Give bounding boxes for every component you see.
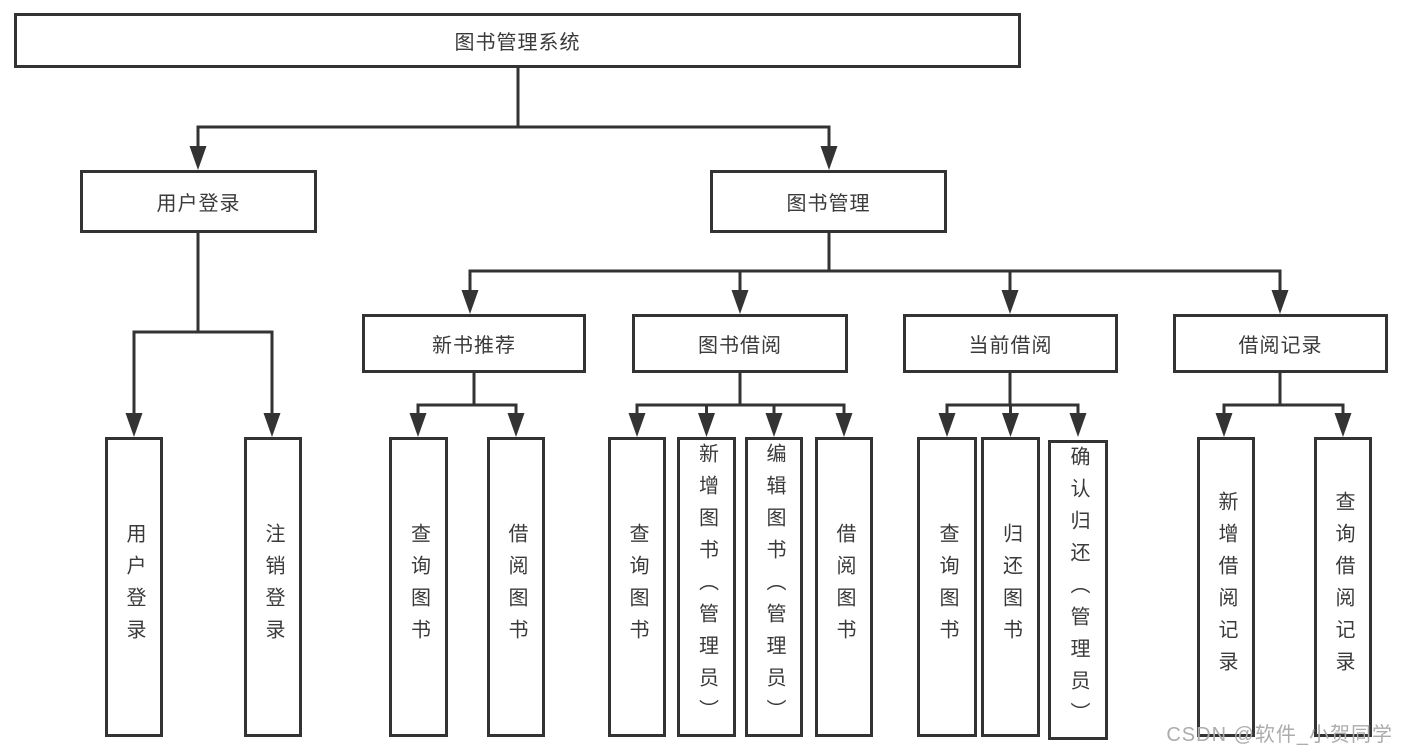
connector-userlogin-to-leaves [125,233,281,437]
node-borrow-records-label: 借阅记录 [1238,335,1323,357]
leaf-logout: 注销登录 [244,437,302,737]
leaf-bb-add-books-admin-label: 新增图书（管理员） [695,443,718,731]
node-book-management-label: 图书管理 [786,193,871,215]
node-book-management: 图书管理 [710,170,947,233]
node-new-book-recommend: 新书推荐 [362,314,586,373]
node-book-borrow: 图书借阅 [632,314,848,373]
leaf-cb-query-books: 查询图书 [917,437,977,737]
leaf-nbr-borrow-books-label: 借阅图书 [505,523,527,651]
node-current-borrow-label: 当前借阅 [968,335,1053,357]
connector-bookmgmt-to-level3 [461,233,1289,314]
connector-borrowrecords-to-leaves [1215,373,1352,437]
node-book-borrow-label: 图书借阅 [698,335,782,357]
leaf-logout-label: 注销登录 [262,523,284,651]
leaf-br-query-record-label: 查询借阅记录 [1332,491,1354,683]
leaf-nbr-query-books: 查询图书 [389,437,448,737]
leaf-cb-return-books-label: 归还图书 [999,523,1022,651]
leaf-br-add-record-label: 新增借阅记录 [1215,491,1237,683]
leaf-user-login-label: 用户登录 [123,523,145,651]
leaf-nbr-query-books-label: 查询图书 [407,523,430,651]
connector-newbookrec-to-leaves [409,373,525,437]
node-new-book-recommend-label: 新书推荐 [432,335,516,357]
leaf-br-query-record: 查询借阅记录 [1314,437,1372,737]
leaf-bb-query-books-label: 查询图书 [626,523,648,651]
leaf-cb-confirm-return-admin-label: 确认归还（管理员） [1067,446,1089,734]
leaf-bb-add-books-admin: 新增图书（管理员） [677,437,736,737]
leaf-user-login: 用户登录 [105,437,163,737]
node-current-borrow: 当前借阅 [903,314,1118,373]
leaf-br-add-record: 新增借阅记录 [1197,437,1255,737]
leaf-cb-confirm-return-admin: 确认归还（管理员） [1048,440,1108,740]
node-root-label: 图书管理系统 [454,32,581,54]
leaf-bb-edit-books-admin: 编辑图书（管理员） [745,437,803,737]
node-borrow-records: 借阅记录 [1173,314,1388,373]
leaf-bb-borrow-books: 借阅图书 [815,437,873,737]
leaf-bb-query-books: 查询图书 [608,437,666,737]
leaf-nbr-borrow-books: 借阅图书 [487,437,545,737]
node-user-login-label: 用户登录 [156,193,241,215]
leaf-cb-query-books-label: 查询图书 [936,523,958,651]
leaf-cb-return-books: 归还图书 [981,437,1040,737]
leaf-bb-borrow-books-label: 借阅图书 [833,523,855,651]
connector-currentborrow-to-leaves [938,373,1087,437]
node-user-login: 用户登录 [80,170,317,233]
leaf-bb-edit-books-admin-label: 编辑图书（管理员） [763,443,785,731]
connector-bookborrow-to-leaves [628,373,853,437]
node-root-library-system: 图书管理系统 [14,13,1021,68]
csdn-watermark: CSDN @软件_小贺同学 [1166,724,1393,746]
connector-root-to-level2 [189,68,838,170]
